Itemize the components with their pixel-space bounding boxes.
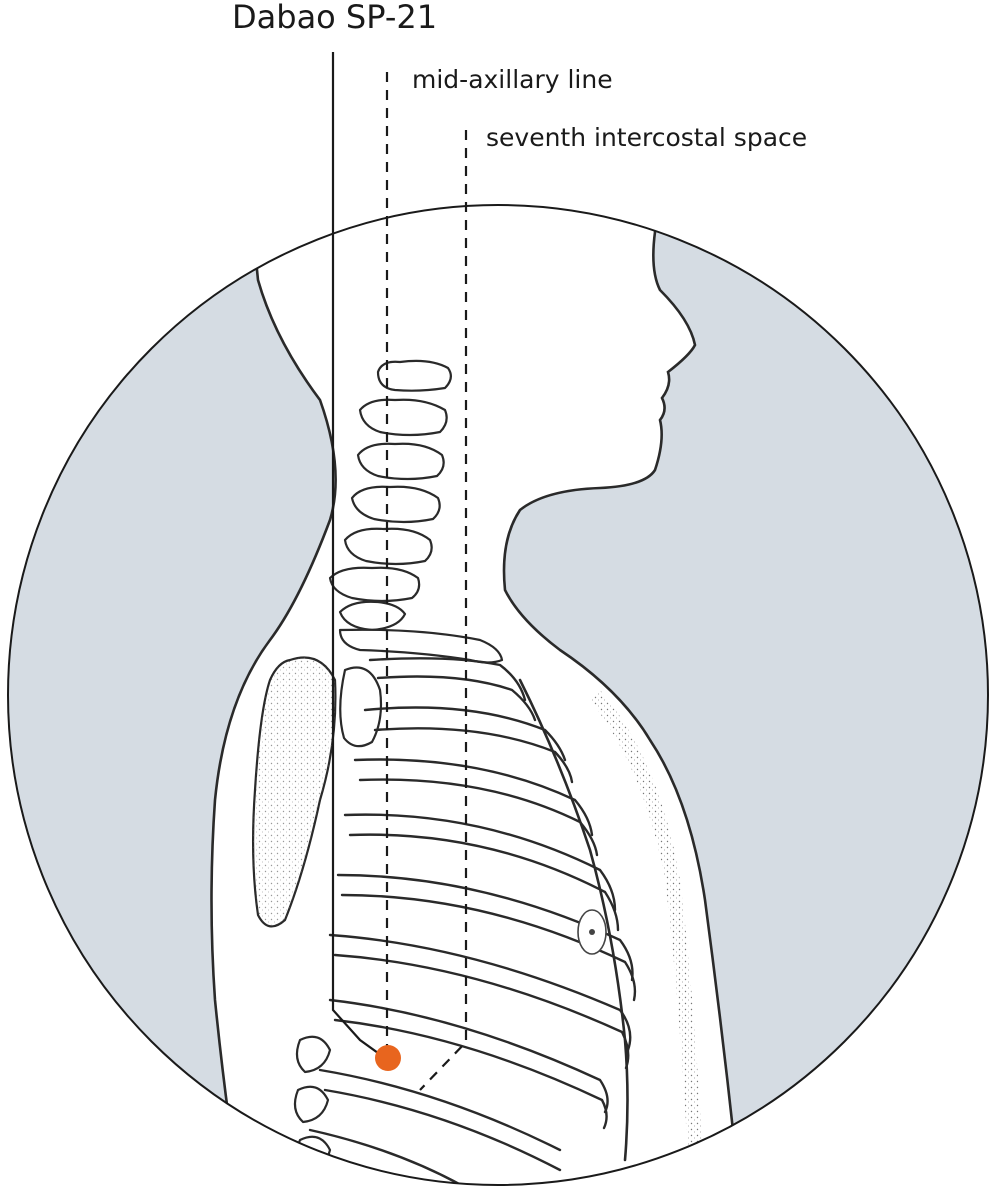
- body-silhouette: [210, 205, 742, 1185]
- thoracic-spine: [293, 1035, 332, 1174]
- midaxillary-label: mid-axillary line: [412, 65, 613, 94]
- point-name-label: Dabao SP-21: [232, 0, 437, 36]
- rib-cage: [308, 657, 637, 1185]
- intercostal-line: [419, 130, 468, 1091]
- acupoint-dot-icon[interactable]: [375, 1045, 401, 1071]
- dabao-leader-line: [331, 52, 386, 1059]
- intercostal-label: seventh intercostal space: [486, 123, 807, 152]
- humeral-head: [339, 666, 383, 748]
- sternum-edge: [518, 678, 629, 1162]
- cervical-spine: [328, 359, 452, 632]
- nipple-mark: [577, 909, 607, 955]
- circle-border: [7, 204, 989, 1186]
